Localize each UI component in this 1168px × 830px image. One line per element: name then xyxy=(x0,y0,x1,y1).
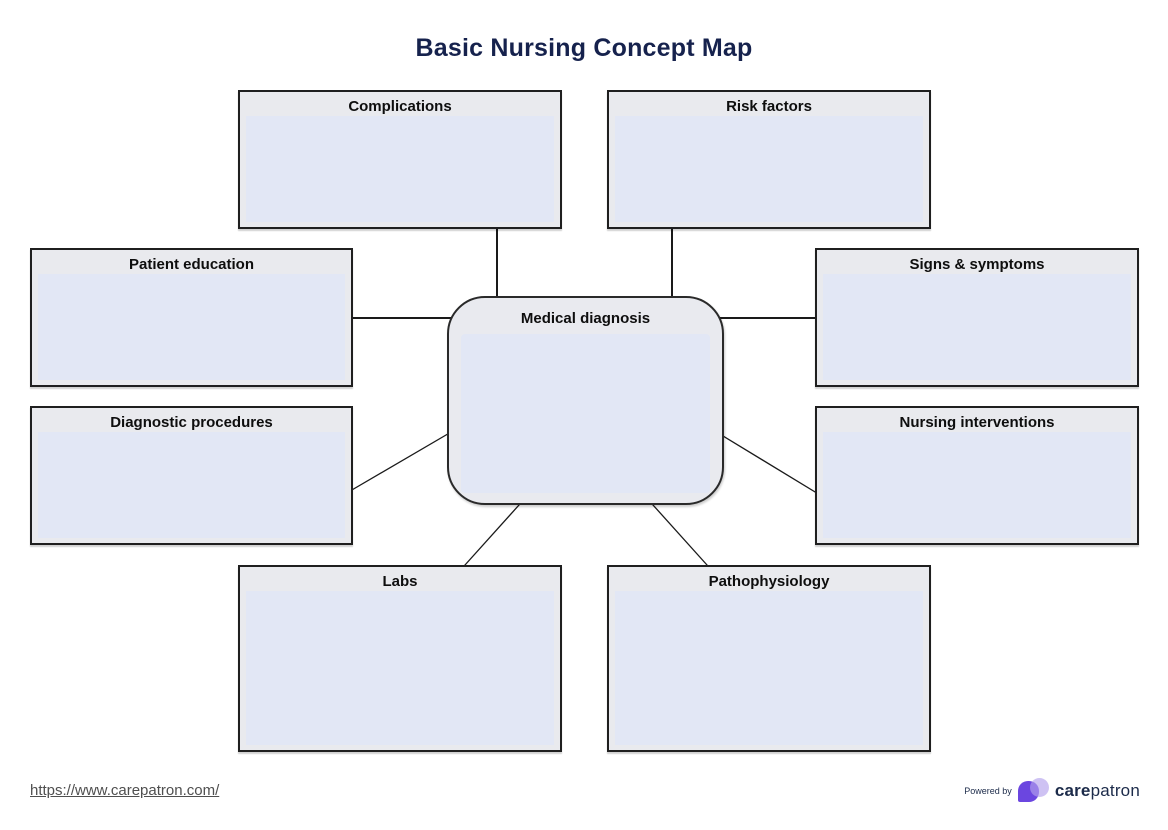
powered-by-badge: Powered by carepatron xyxy=(964,778,1140,804)
node-pathophysiology-field[interactable] xyxy=(615,591,923,745)
node-signs-symptoms-field[interactable] xyxy=(823,274,1131,380)
node-signs-symptoms-label: Signs & symptoms xyxy=(909,256,1045,273)
node-medical-diagnosis-label: Medical diagnosis xyxy=(520,310,651,327)
node-patient-education-label: Patient education xyxy=(128,256,255,273)
node-diagnostic-procedures-label: Diagnostic procedures xyxy=(110,414,273,431)
node-diagnostic-procedures: Diagnostic procedures xyxy=(30,406,353,545)
node-nursing-interventions: Nursing interventions xyxy=(815,406,1139,545)
node-labs: Labs xyxy=(238,565,562,752)
node-medical-diagnosis: Medical diagnosis xyxy=(447,296,724,505)
powered-by-text: Powered by xyxy=(964,786,1012,796)
carepatron-logo-icon xyxy=(1017,778,1049,804)
node-labs-label: Labs xyxy=(382,573,418,590)
node-pathophysiology: Pathophysiology xyxy=(607,565,931,752)
node-patient-education: Patient education xyxy=(30,248,353,387)
logo-light-blob-icon xyxy=(1029,778,1049,797)
node-pathophysiology-label: Pathophysiology xyxy=(708,573,830,590)
carepatron-wordmark: carepatron xyxy=(1055,781,1140,801)
node-complications: Complications xyxy=(238,90,562,229)
node-complications-label: Complications xyxy=(348,98,452,115)
node-labs-field[interactable] xyxy=(246,591,554,745)
node-diagnostic-procedures-field[interactable] xyxy=(38,432,345,538)
node-nursing-interventions-label: Nursing interventions xyxy=(899,414,1055,431)
brand-care: care xyxy=(1054,781,1091,800)
node-medical-diagnosis-field[interactable] xyxy=(461,334,710,493)
node-nursing-interventions-field[interactable] xyxy=(823,432,1131,538)
page-title: Basic Nursing Concept Map xyxy=(415,34,753,62)
node-patient-education-field[interactable] xyxy=(38,274,345,380)
brand-patron: patron xyxy=(1090,781,1140,800)
carepatron-url-link[interactable]: https://www.carepatron.com/ xyxy=(30,782,220,799)
node-risk-factors-field[interactable] xyxy=(615,116,923,222)
node-risk-factors: Risk factors xyxy=(607,90,931,229)
node-complications-field[interactable] xyxy=(246,116,554,222)
node-signs-symptoms: Signs & symptoms xyxy=(815,248,1139,387)
node-risk-factors-label: Risk factors xyxy=(726,98,812,115)
